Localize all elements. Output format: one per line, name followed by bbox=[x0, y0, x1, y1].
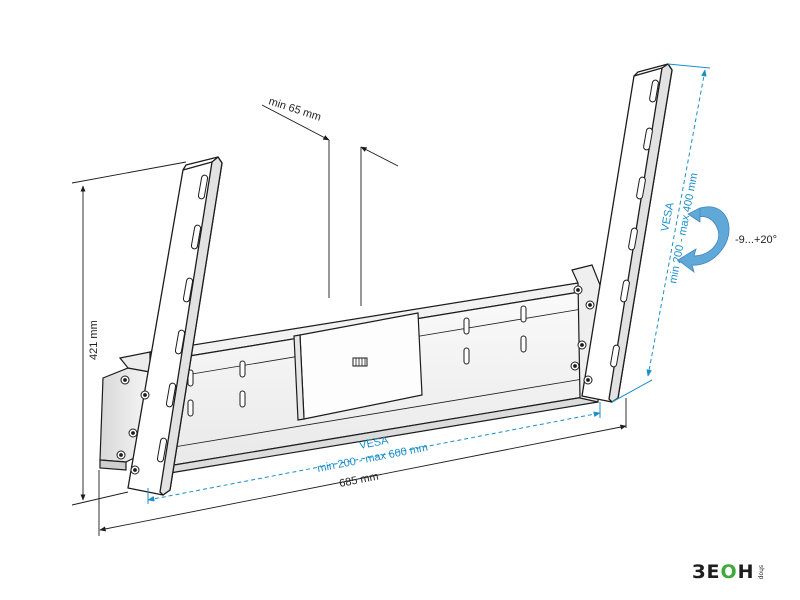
logo-wordmark-part1: ЗЕ bbox=[692, 561, 721, 583]
logo-shop-label: shop bbox=[757, 564, 765, 580]
depth-min-label: min 65 mm bbox=[267, 95, 322, 123]
right-arm-bolts bbox=[570, 285, 595, 385]
vesa-horizontal-title: VESA bbox=[358, 434, 390, 452]
height-label: 421 mm bbox=[88, 320, 100, 360]
vesa-vertical-dimension bbox=[611, 63, 711, 403]
center-cover-plate bbox=[293, 312, 423, 421]
curved-rotation-arrow-icon bbox=[677, 206, 730, 274]
tilt-range-label: -9...+20° bbox=[735, 234, 777, 246]
logo-wordmark-part2: Н bbox=[737, 561, 755, 583]
vesa-vertical-title: VESA bbox=[659, 201, 677, 233]
depth-dimension bbox=[261, 104, 399, 306]
right-vertical-arm bbox=[581, 63, 673, 403]
rail-slots-right bbox=[463, 305, 527, 365]
vesa-vertical-range: min 200 - max 400 mm bbox=[667, 172, 700, 285]
vesa-horizontal-dimension bbox=[147, 402, 601, 504]
logo-wordmark: ЗЕОН bbox=[692, 561, 755, 583]
logo-wordmark-accent: О bbox=[720, 561, 738, 583]
brand-logo: ЗЕОН shop bbox=[692, 561, 765, 583]
width-label: 685 mm bbox=[338, 471, 379, 490]
